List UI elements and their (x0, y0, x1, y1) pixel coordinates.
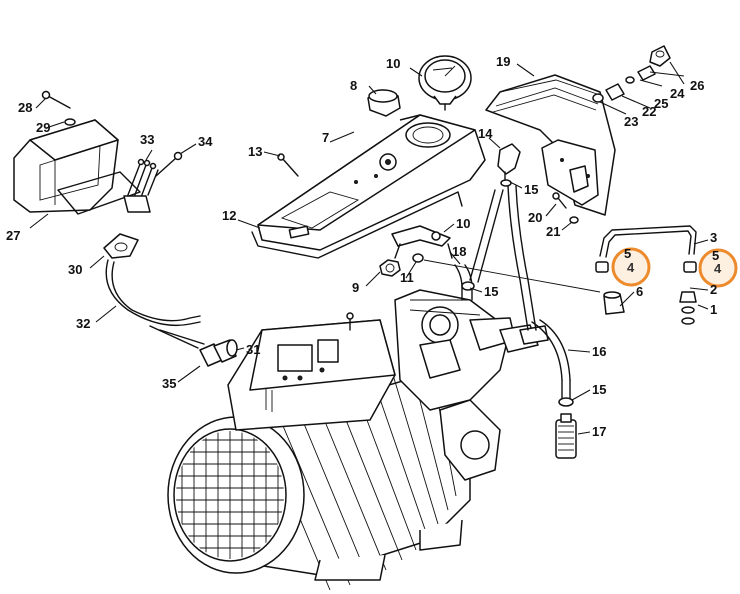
callout-11: 11 (400, 270, 414, 285)
callout-17: 17 (592, 424, 606, 439)
callout-24: 24 (670, 86, 685, 101)
callout-15-middle: 15 (484, 284, 498, 299)
bolt-20 (552, 192, 567, 209)
callout-7: 7 (322, 130, 329, 145)
callout-21: 21 (546, 224, 560, 239)
callout-23: 23 (624, 114, 638, 129)
callout-5-left: 5 (624, 246, 631, 261)
cover-screw (277, 153, 299, 177)
callout-28: 28 (18, 100, 32, 115)
callout-13: 13 (248, 144, 262, 159)
cable-gland (199, 339, 238, 367)
callout-26: 26 (690, 78, 704, 93)
callout-29: 29 (36, 120, 50, 135)
hose-bracket (391, 225, 453, 259)
callout-6: 6 (636, 284, 643, 299)
callout-5-right: 5 (712, 248, 719, 263)
callout-18: 18 (452, 244, 466, 259)
callout-4-right[interactable]: 4 (714, 261, 722, 276)
callout-4-left[interactable]: 4 (627, 260, 635, 275)
terminal-box (227, 312, 396, 431)
washer-29 (64, 118, 76, 126)
callout-20: 20 (528, 210, 542, 225)
callout-19: 19 (496, 54, 510, 69)
callout-30: 30 (68, 262, 82, 277)
suction-hose-18 (454, 264, 463, 301)
o-ring-11 (412, 253, 424, 263)
callout-12: 12 (222, 208, 236, 223)
callout-3: 3 (710, 230, 717, 245)
pressure-gauge (418, 55, 472, 111)
cover-gasket-27 (57, 171, 141, 215)
callout-2: 2 (710, 282, 717, 297)
pressure-line (423, 259, 601, 293)
hose-assembly (461, 143, 574, 407)
callout-16: 16 (592, 344, 606, 359)
suction-filter (555, 413, 577, 459)
callout-31: 31 (246, 342, 260, 357)
callout-14: 14 (478, 126, 493, 141)
callout-15-upper: 15 (524, 182, 538, 197)
callout-9: 9 (352, 280, 359, 295)
callout-numbers: 1 2 3 5 4 5 4 6 7 8 9 10 10 11 12 13 14 … (6, 54, 722, 439)
leader-lines (29, 61, 709, 435)
callout-32: 32 (76, 316, 90, 331)
callout-8: 8 (350, 78, 357, 93)
callout-22: 22 (642, 104, 656, 119)
pump-head (394, 289, 549, 481)
screw-28 (41, 90, 71, 109)
highlight-ring-4-left (611, 247, 651, 287)
power-cable (105, 259, 201, 327)
control-knob (367, 89, 401, 117)
shroud (485, 74, 616, 216)
callout-34: 34 (198, 134, 213, 149)
callout-35: 35 (162, 376, 176, 391)
high-pressure-pipe (595, 225, 697, 273)
callout-25: 25 (654, 96, 668, 111)
callout-10-bottom: 10 (456, 216, 470, 231)
cover-gasket (251, 191, 463, 259)
lock-nut (379, 259, 401, 277)
fittings-22-26 (592, 45, 671, 103)
cable-clamp-30 (103, 233, 139, 259)
highlight-ring-4-right (698, 248, 738, 288)
callout-15-lower: 15 (592, 382, 606, 397)
electric-motor (167, 359, 471, 591)
screw-21 (569, 216, 579, 224)
callout-1: 1 (710, 302, 717, 317)
top-cover (257, 114, 486, 251)
callout-33: 33 (140, 132, 154, 147)
callout-10-top: 10 (386, 56, 400, 71)
connector-6 (603, 291, 625, 315)
terminal-cover-27 (13, 119, 119, 213)
callout-27: 27 (6, 228, 20, 243)
wire-connectors (123, 151, 183, 213)
nipple-1-2 (679, 291, 697, 325)
